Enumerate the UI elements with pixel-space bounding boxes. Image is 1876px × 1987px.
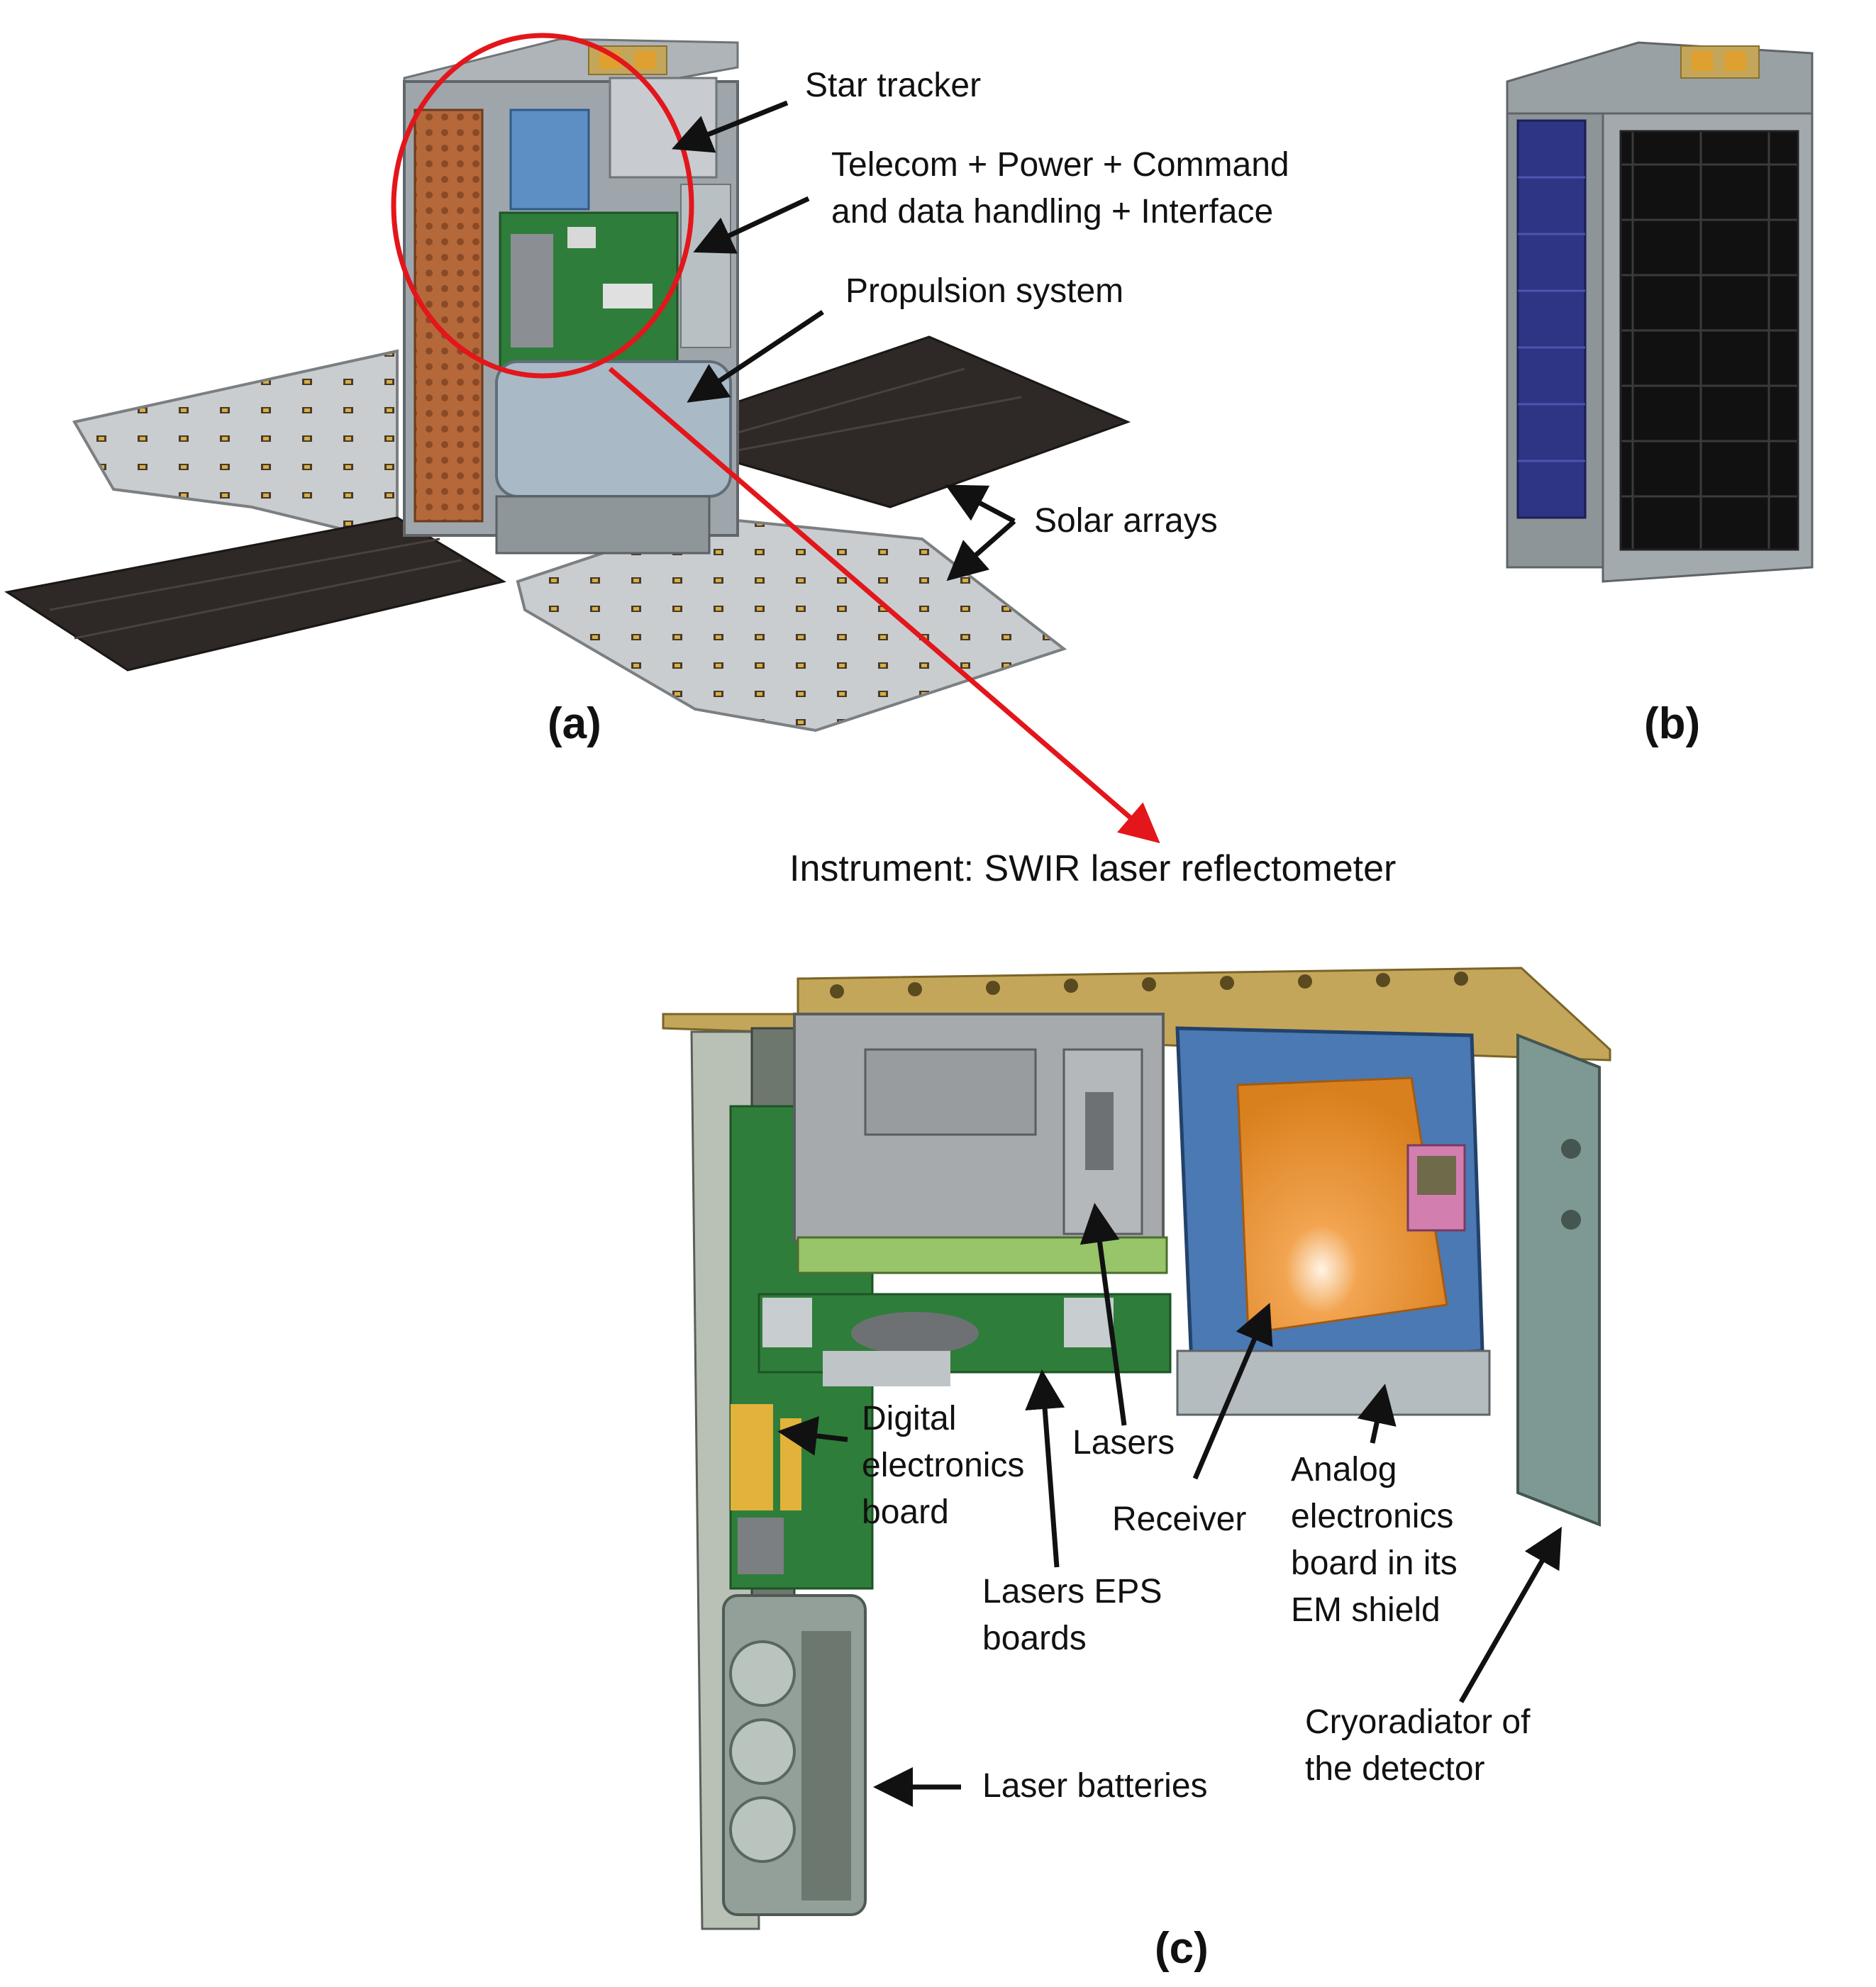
arrow-propulsion <box>687 310 824 403</box>
label-cryo-1: Cryoradiator of <box>1305 1703 1531 1741</box>
cubesat-deployed <box>4 33 1160 844</box>
instrument-detail <box>662 967 1611 1930</box>
label-propulsion: Propulsion system <box>845 272 1124 310</box>
label-star-tracker: Star tracker <box>805 67 982 104</box>
arrow-telecom <box>693 196 810 254</box>
solar-panel-right-front <box>516 516 1067 733</box>
panel-label-b: (b) <box>1644 699 1701 748</box>
label-analog-3: board in its <box>1291 1544 1458 1582</box>
arrow-cryo <box>1458 1526 1562 1703</box>
label-analog-1: Analog <box>1291 1451 1397 1488</box>
arrow-solar-1 <box>945 484 1016 524</box>
arrow-lasers <box>1079 1203 1127 1426</box>
cryoradiator <box>1516 1033 1601 1527</box>
propulsion-tank <box>495 360 732 498</box>
label-instrument: Instrument: SWIR laser reflectometer <box>789 848 1397 889</box>
stowed-top <box>1506 41 1814 122</box>
star-tracker-unit <box>609 77 718 179</box>
label-receiver: Receiver <box>1112 1501 1247 1538</box>
cubesat-stowed <box>1506 41 1814 583</box>
label-cryo-2: the detector <box>1305 1750 1485 1788</box>
arrow-digital <box>777 1416 848 1456</box>
arrow-analog <box>1357 1384 1397 1444</box>
solar-panel-left-front <box>4 516 506 672</box>
receiver-mirror <box>1236 1076 1448 1335</box>
arrow-eps <box>1025 1369 1065 1568</box>
panel-label-c: (c) <box>1155 1924 1209 1973</box>
label-digital-1: Digital <box>862 1400 957 1437</box>
solar-panel-left-back <box>72 349 399 545</box>
label-telecom-line2: and data handling + Interface <box>831 193 1274 230</box>
solar-panel-right-back <box>729 335 1131 508</box>
label-solar-arrays: Solar arrays <box>1034 502 1218 540</box>
side-rails <box>680 184 731 348</box>
green-connectors <box>797 1236 1168 1274</box>
instrument-callout-line <box>608 367 1160 844</box>
arrow-receiver <box>1192 1303 1273 1480</box>
label-telecom-line1: Telecom + Power + Command <box>831 146 1289 184</box>
label-digital-3: board <box>862 1493 949 1531</box>
label-analog-4: EM shield <box>1291 1591 1441 1629</box>
instrument-box <box>509 108 590 211</box>
copper-side-panel <box>414 108 484 523</box>
label-batteries: Laser batteries <box>982 1767 1208 1805</box>
label-analog-2: electronics <box>1291 1498 1454 1535</box>
label-lasers: Lasers <box>1072 1424 1175 1462</box>
arrow-star-tracker <box>672 100 789 153</box>
panel-label-a: (a) <box>548 699 601 748</box>
blue-cell-panel <box>1516 119 1587 519</box>
instrument-callout-ellipse <box>391 33 694 379</box>
label-eps-2: boards <box>982 1620 1087 1657</box>
label-eps-1: Lasers EPS <box>982 1573 1162 1610</box>
stowed-solar-cells <box>1619 130 1799 551</box>
arrow-solar-2 <box>946 519 1016 581</box>
label-digital-2: electronics <box>862 1447 1025 1484</box>
